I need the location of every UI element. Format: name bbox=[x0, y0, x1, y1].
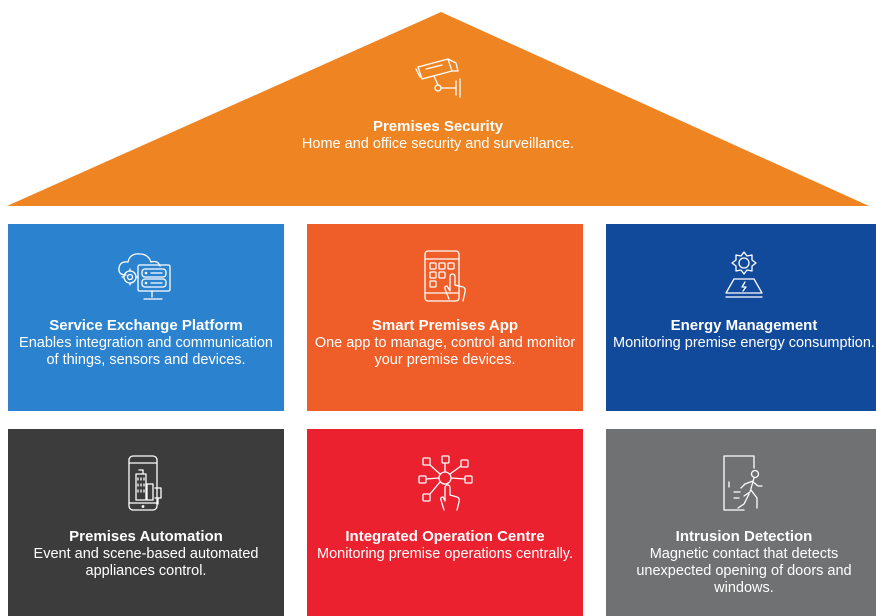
smart-premises-app-tile: Smart Premises App One app to manage, co… bbox=[307, 224, 583, 411]
tile-description: Monitoring premise operations centrally. bbox=[316, 546, 573, 562]
tile-description: Monitoring premise energy consumption. bbox=[613, 335, 875, 351]
tile-title: Premises Automation bbox=[69, 528, 223, 545]
tile-description: Enables integration and communication of… bbox=[19, 335, 273, 368]
tile-title: Energy Management bbox=[670, 317, 818, 334]
door-intruder-icon bbox=[723, 455, 763, 511]
cloud-server-icon bbox=[118, 253, 171, 300]
service-exchange-platform-tile: Service Exchange Platform Enables integr… bbox=[8, 224, 284, 411]
premises-security-description: Home and office security and surveillanc… bbox=[301, 136, 575, 152]
roof-shape bbox=[7, 12, 869, 206]
tablet-touch-icon bbox=[424, 250, 466, 302]
intrusion-detection-tile: Intrusion Detection Magnetic contact tha… bbox=[606, 429, 876, 616]
solar-energy-icon bbox=[725, 251, 763, 298]
energy-management-tile: Energy Management Monitoring premise ene… bbox=[606, 224, 876, 411]
network-touch-icon bbox=[418, 455, 473, 511]
premises-security-roof: Premises Security Home and office securi… bbox=[0, 0, 876, 206]
tile-description: Event and scene-based automated applianc… bbox=[33, 546, 259, 579]
tile-description: Magnetic contact that detects unexpected… bbox=[636, 546, 852, 596]
tile-title: Intrusion Detection bbox=[675, 528, 813, 545]
tile-description: One app to manage, control and monitor y… bbox=[314, 335, 576, 368]
tile-title: Smart Premises App bbox=[371, 317, 519, 334]
tile-title: Integrated Operation Centre bbox=[345, 528, 545, 545]
premises-security-text: Premises Security Home and office securi… bbox=[288, 118, 588, 153]
premises-automation-tile: Premises Automation Event and scene-base… bbox=[8, 429, 284, 616]
tile-title: Service Exchange Platform bbox=[49, 317, 243, 334]
smartphone-building-icon bbox=[128, 455, 162, 511]
integrated-operation-centre-tile: Integrated Operation Centre Monitoring p… bbox=[307, 429, 583, 616]
premises-security-title: Premises Security bbox=[372, 118, 504, 135]
